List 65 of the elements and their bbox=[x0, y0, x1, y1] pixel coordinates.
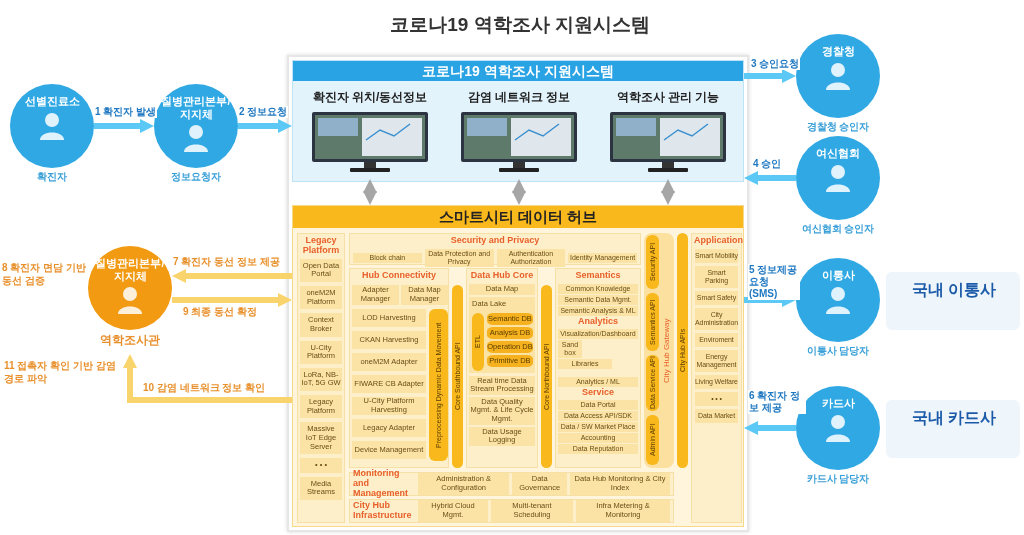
section-panel bbox=[349, 499, 674, 523]
arrow bbox=[123, 354, 292, 403]
circle-label: 경찰청 bbox=[821, 45, 855, 58]
edge-label: 2 정보요청 bbox=[238, 106, 289, 118]
system-panel bbox=[292, 60, 744, 182]
section-title: Legacy Platform bbox=[301, 236, 341, 256]
arrow bbox=[238, 119, 292, 133]
section-title: Hub Connectivity bbox=[361, 271, 437, 281]
edge-label: 7 확진자 동선 정보 제공 bbox=[172, 256, 281, 268]
provider-panel: 국내 이통사 bbox=[886, 272, 1020, 330]
section-title: Security and Privacy bbox=[449, 236, 541, 246]
arrow bbox=[744, 69, 796, 83]
arrow bbox=[744, 421, 796, 435]
section-title: Monitoring and Management bbox=[353, 469, 409, 499]
circle-label: 카드사 bbox=[821, 397, 855, 410]
arrow bbox=[94, 119, 154, 133]
section-panel bbox=[555, 268, 641, 468]
edge-label: 9 최종 동선 확정 bbox=[182, 306, 258, 318]
arrow bbox=[512, 179, 526, 205]
role-caption: 카드사 담당자 bbox=[806, 472, 870, 486]
edge-label: 6 확진자 정보 제공 bbox=[748, 390, 806, 414]
arrow bbox=[661, 179, 675, 205]
circle-label: 이통사 bbox=[821, 269, 855, 282]
circle-label: 여신협회 bbox=[816, 147, 860, 160]
edge-label: 10 감염 네트워크 정보 확인 bbox=[142, 382, 267, 394]
section-title: Service bbox=[581, 388, 615, 398]
edge-label: 4 승인 bbox=[752, 158, 783, 170]
diagram-title: 코로나19 역학조사 지원시스템 bbox=[389, 14, 651, 37]
role-caption: 여신협회 승인자 bbox=[801, 222, 875, 236]
section-panel bbox=[349, 268, 449, 468]
circle-label: 질병관리본부/지지체 bbox=[94, 257, 166, 283]
arrow bbox=[172, 293, 292, 307]
circle-label: 선별진료소 bbox=[24, 95, 80, 108]
section-title: City Hub Infrastructure bbox=[353, 501, 413, 521]
role-caption: 역학조사관 bbox=[100, 332, 160, 349]
role-caption: 경찰청 승인자 bbox=[806, 120, 870, 134]
section-title: Semantics bbox=[574, 271, 622, 281]
step-note: 11 접촉자 확인 기반 감염경로 파악 bbox=[4, 360, 117, 385]
panel-header: 코로나19 역학조사 지원시스템 bbox=[293, 61, 743, 81]
arrow bbox=[172, 269, 292, 283]
screen-heading: 역학조사 관리 기능 bbox=[615, 89, 721, 106]
section-title: Data Hub Core bbox=[469, 271, 535, 281]
screen-heading: 확진자 위치/동선정보 bbox=[311, 89, 429, 106]
hub-panel bbox=[292, 205, 744, 527]
role-caption: 확진자 bbox=[37, 170, 67, 184]
screen-heading: 감염 네트워크 정보 bbox=[466, 89, 572, 106]
role-caption: 이통사 담당자 bbox=[806, 344, 870, 358]
arrow bbox=[744, 171, 796, 185]
section-title: Analytics bbox=[577, 317, 619, 327]
gateway-band bbox=[644, 233, 674, 468]
circle-label: 질병관리본부/지지체 bbox=[160, 95, 232, 121]
edge-label: 5 정보제공 요청 (SMS) bbox=[748, 264, 800, 300]
step-note: 8 확진자 면담 기반 동선 검증 bbox=[2, 262, 87, 287]
section-panel bbox=[349, 233, 641, 265]
arrow bbox=[363, 179, 377, 205]
role-caption: 정보요청자 bbox=[171, 170, 221, 184]
edge-label: 3 승인요청 bbox=[750, 58, 801, 70]
section-panel bbox=[691, 233, 742, 523]
section-panel bbox=[466, 268, 538, 468]
data-lake-panel bbox=[469, 296, 535, 373]
section-panel bbox=[297, 233, 345, 523]
edge-label: 1 확진자 발생 bbox=[94, 106, 158, 118]
panel-header: 스마트시티 데이터 허브 bbox=[293, 206, 743, 228]
section-title: City Hub Gateway bbox=[661, 317, 672, 385]
provider-panel: 국내 카드사 bbox=[886, 400, 1020, 458]
